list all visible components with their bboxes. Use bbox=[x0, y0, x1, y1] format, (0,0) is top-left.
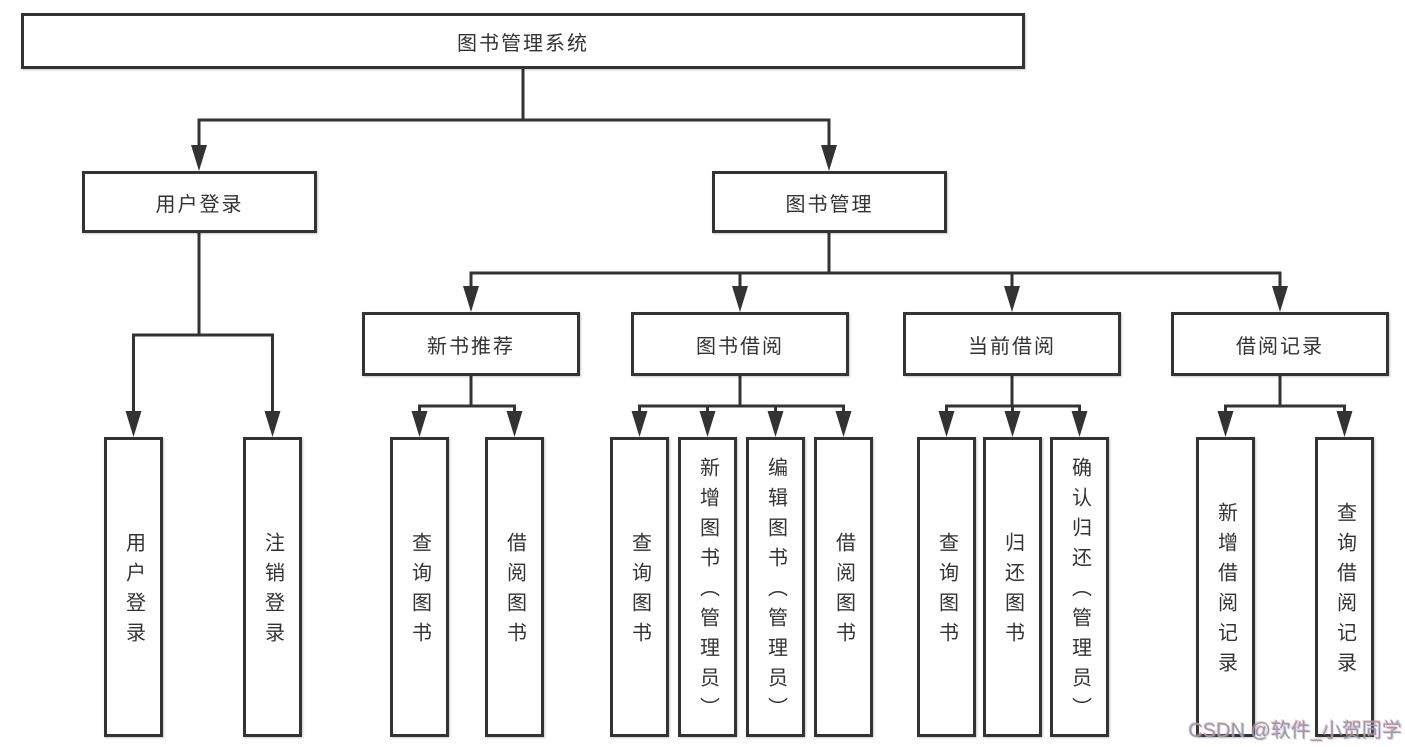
leaf-borrowing-add-books-admin: 新增图书（管理员） bbox=[678, 437, 737, 737]
node-label: 查询图书 bbox=[628, 532, 651, 652]
node-book-management: 图书管理 bbox=[712, 171, 947, 233]
node-label: 图书管理 bbox=[785, 193, 874, 216]
node-label: 编辑图书（管理员） bbox=[764, 457, 787, 727]
leaf-borrowing-borrow-books: 借阅图书 bbox=[814, 437, 873, 737]
node-label: 查询图书 bbox=[408, 532, 431, 652]
node-label: 新书推荐 bbox=[427, 335, 515, 358]
node-borrowing-records: 借阅记录 bbox=[1171, 312, 1389, 376]
leaf-current-query-books: 查询图书 bbox=[917, 437, 976, 737]
leaf-records-add-borrow-record: 新增借阅记录 bbox=[1196, 437, 1255, 737]
node-new-book-recommendation: 新书推荐 bbox=[362, 312, 580, 376]
leaf-newbook-query-books: 查询图书 bbox=[390, 437, 449, 737]
node-label: 借阅图书 bbox=[832, 532, 855, 652]
leaf-logout: 注销登录 bbox=[243, 437, 302, 737]
node-label: 用户登录 bbox=[155, 193, 244, 216]
csdn-watermark: CSDN @软件_小贺同学 bbox=[1188, 720, 1402, 742]
node-label: 新增图书（管理员） bbox=[696, 457, 719, 727]
leaf-current-return-books: 归还图书 bbox=[983, 437, 1042, 737]
leaf-user-login: 用户登录 bbox=[104, 437, 163, 737]
leaf-newbook-borrow-books: 借阅图书 bbox=[485, 437, 544, 737]
node-label: 查询图书 bbox=[935, 532, 958, 652]
node-current-borrowing: 当前借阅 bbox=[903, 312, 1121, 376]
node-user-login: 用户登录 bbox=[82, 171, 317, 233]
node-book-borrowing: 图书借阅 bbox=[631, 312, 849, 376]
leaf-current-confirm-return-admin: 确认归还（管理员） bbox=[1050, 437, 1109, 737]
node-label: 查询借阅记录 bbox=[1333, 502, 1356, 682]
node-label: 借阅图书 bbox=[503, 532, 526, 652]
leaf-borrowing-query-books: 查询图书 bbox=[610, 437, 669, 737]
node-label: 归还图书 bbox=[1001, 532, 1024, 652]
leaf-records-query-borrow-record: 查询借阅记录 bbox=[1315, 437, 1374, 737]
node-label: 借阅记录 bbox=[1236, 335, 1324, 358]
node-label: 新增借阅记录 bbox=[1214, 502, 1237, 682]
node-label: 注销登录 bbox=[261, 532, 284, 652]
node-label: 当前借阅 bbox=[968, 335, 1056, 358]
node-label: 确认归还（管理员） bbox=[1068, 457, 1091, 727]
leaf-borrowing-edit-books-admin: 编辑图书（管理员） bbox=[746, 437, 805, 737]
node-label: 用户登录 bbox=[122, 532, 145, 652]
node-label: 图书借阅 bbox=[696, 335, 784, 358]
node-library-management-system: 图书管理系统 bbox=[21, 13, 1025, 69]
node-label: 图书管理系统 bbox=[457, 32, 589, 55]
